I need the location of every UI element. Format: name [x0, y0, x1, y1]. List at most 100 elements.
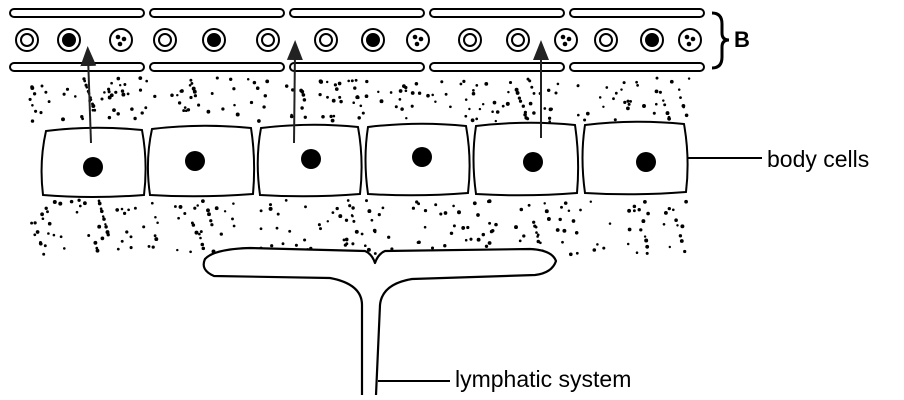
- fluid-dot: [290, 115, 294, 119]
- fluid-dot: [41, 85, 44, 88]
- fluid-dot: [144, 106, 147, 109]
- blood-cell-solid-nucleus: [203, 29, 225, 51]
- fluid-dot: [201, 243, 205, 247]
- fluid-dot: [117, 248, 120, 251]
- fluid-dot: [674, 218, 678, 222]
- fluid-dot: [482, 103, 484, 105]
- fluid-dot: [355, 230, 359, 234]
- fluid-dot: [176, 94, 178, 96]
- fluid-dot: [304, 205, 307, 208]
- body-cell: [583, 122, 688, 195]
- fluid-dot: [558, 218, 561, 221]
- fluid-dot: [345, 219, 348, 222]
- fluid-dot: [602, 247, 605, 250]
- fluid-dot: [148, 245, 151, 248]
- fluid-dot: [679, 234, 682, 237]
- fluid-dot: [577, 114, 580, 117]
- fluid-dot: [112, 108, 116, 112]
- fluid-dot: [351, 206, 354, 209]
- fluid-dot: [110, 93, 114, 97]
- fluid-dot: [123, 83, 126, 86]
- fluid-dot: [482, 233, 485, 236]
- fluid-dot: [564, 201, 568, 205]
- fluid-dot: [663, 223, 666, 226]
- fluid-dot: [659, 91, 662, 94]
- fluid-dot: [452, 205, 455, 208]
- fluid-dot: [663, 103, 666, 106]
- fluid-dot: [679, 96, 682, 99]
- fluid-dot: [44, 91, 47, 94]
- fluid-dot: [683, 250, 686, 253]
- fluid-dot: [352, 101, 355, 104]
- fluid-dot: [224, 210, 226, 212]
- fluid-dot: [47, 232, 50, 235]
- fluid-dot: [519, 100, 522, 103]
- fluid-dot: [178, 101, 181, 104]
- fluid-dot: [450, 232, 453, 235]
- fluid-dot: [232, 87, 235, 90]
- fluid-dot: [256, 86, 260, 90]
- blood-cell-ring: [507, 29, 529, 51]
- fluid-dot: [365, 80, 368, 83]
- fluid-dot: [207, 212, 211, 216]
- vessel-wall-top: [10, 9, 704, 17]
- fluid-dot: [417, 241, 420, 244]
- fluid-dot: [623, 101, 626, 104]
- fluid-dot: [104, 225, 107, 228]
- fluid-dot: [108, 90, 111, 93]
- fluid-dot: [412, 207, 415, 210]
- fluid-dot: [134, 207, 137, 210]
- fluid-dot: [108, 116, 111, 119]
- fluid-dot: [494, 223, 498, 227]
- blood-cell-ring: [154, 29, 176, 51]
- fluid-dot: [347, 80, 350, 83]
- fluid-dot: [461, 226, 465, 230]
- fluid-dot: [107, 233, 110, 236]
- vessel-brace: [712, 13, 729, 68]
- blood-cells: [16, 29, 701, 51]
- fluid-dot: [103, 91, 106, 94]
- fluid-dot: [626, 100, 629, 103]
- fluid-dot: [520, 208, 524, 212]
- fluid-dot: [44, 244, 47, 247]
- fluid-dot: [655, 89, 659, 93]
- vessel-label-b: B: [734, 27, 750, 53]
- fluid-dot: [533, 224, 536, 227]
- fluid-dot: [42, 217, 45, 220]
- fluid-dot: [424, 226, 427, 229]
- fluid-dot: [569, 252, 573, 256]
- fluid-dot: [636, 84, 639, 87]
- fluid-dot: [83, 201, 87, 205]
- fluid-dot: [457, 210, 461, 214]
- fluid-dot: [61, 117, 65, 121]
- fluid-dot: [411, 91, 415, 95]
- fluid-dot: [507, 91, 509, 93]
- fluid-dot: [431, 246, 434, 249]
- fluid-dot: [488, 241, 492, 245]
- fluid-dot: [352, 220, 355, 223]
- fluid-dot: [645, 245, 649, 249]
- fluid-dot: [115, 208, 119, 212]
- fluid-dot: [676, 224, 678, 226]
- fluid-dot: [269, 203, 272, 206]
- blood-cell-solid-nucleus: [641, 29, 663, 51]
- fluid-dot: [77, 199, 80, 202]
- fluid-dot: [145, 80, 148, 83]
- fluid-dot: [353, 86, 356, 89]
- fluid-dot: [40, 212, 44, 216]
- blood-cell-solid-nucleus: [362, 29, 384, 51]
- fluid-dot: [220, 232, 223, 235]
- fluid-dot: [361, 233, 364, 236]
- fluid-dot: [424, 209, 427, 212]
- fluid-dot: [536, 235, 539, 238]
- fluid-dot: [490, 230, 493, 233]
- fluid-dot: [339, 100, 342, 103]
- nucleus: [301, 149, 321, 169]
- fluid-dot: [464, 115, 467, 118]
- fluid-dot: [79, 205, 82, 208]
- fluid-dot: [194, 94, 197, 97]
- fluid-dot: [359, 104, 362, 107]
- fluid-dot: [48, 222, 52, 226]
- fluid-dot: [206, 208, 210, 212]
- fluid-dot: [516, 91, 520, 95]
